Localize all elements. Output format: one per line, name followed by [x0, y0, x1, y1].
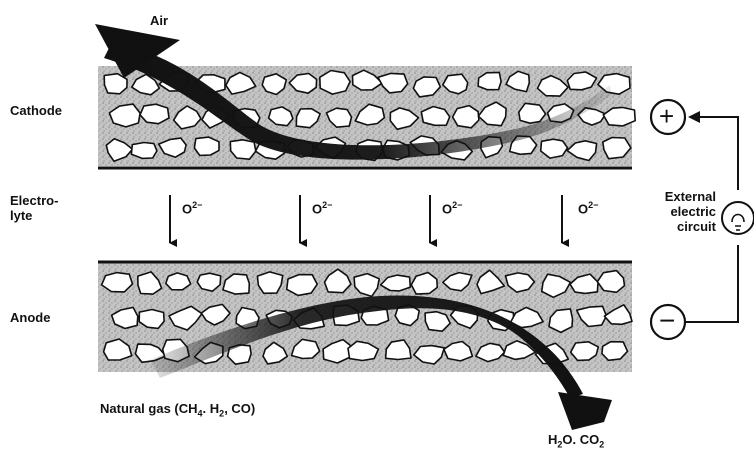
- ion-base-3: O: [442, 201, 452, 216]
- pore-grain: [131, 143, 157, 159]
- plus-sign: +: [659, 102, 674, 132]
- pore-grain: [257, 272, 282, 293]
- minus-sign: −: [659, 305, 675, 337]
- pore-grain: [287, 275, 318, 296]
- circuit-wire-bottom: [686, 245, 738, 322]
- ion-base-4: O: [578, 201, 588, 216]
- circuit-wire-top: [698, 117, 738, 190]
- circuit-label: External electric circuit: [638, 190, 716, 235]
- fuel-label: Natural gas (CH4. H2, CO): [100, 402, 255, 419]
- circuit-arrow-head: [688, 111, 700, 123]
- exhaust-h: H: [548, 432, 557, 447]
- exhaust-mid: O. CO: [562, 432, 599, 447]
- pore-grain: [102, 273, 133, 292]
- circuit-label-line3: circuit: [638, 220, 716, 235]
- ion-label-4: O2−: [578, 200, 598, 216]
- ion-label-2: O2−: [312, 200, 332, 216]
- exhaust-label: H2O. CO2: [548, 433, 604, 450]
- gas-arrow-head: [558, 392, 612, 430]
- ion-charge-1: 2−: [192, 200, 202, 210]
- fuel-label-suffix: , CO): [224, 401, 255, 416]
- ion-base-1: O: [182, 201, 192, 216]
- pore-grain: [453, 106, 479, 128]
- fuel-label-mid: . H: [203, 401, 220, 416]
- pore-grain: [320, 71, 350, 95]
- circuit-label-line1: External: [638, 190, 716, 205]
- ion-charge-4: 2−: [588, 200, 598, 210]
- ion-label-1: O2−: [182, 200, 202, 216]
- pore-grain: [421, 107, 449, 126]
- cathode-label: Cathode: [10, 104, 62, 119]
- pore-grain: [194, 137, 219, 155]
- ion-charge-3: 2−: [452, 200, 462, 210]
- ion-base-2: O: [312, 201, 322, 216]
- anode-label: Anode: [10, 311, 50, 326]
- exhaust-co2-sub: 2: [599, 440, 604, 450]
- air-label: Air: [150, 14, 168, 29]
- pore-grain: [140, 104, 169, 124]
- circuit-label-line2: electric: [638, 205, 716, 220]
- fuel-label-prefix: Natural gas (CH: [100, 401, 198, 416]
- ion-charge-2: 2−: [322, 200, 332, 210]
- ion-label-3: O2−: [442, 200, 462, 216]
- pore-grain: [166, 273, 191, 290]
- electrolyte-label: Electro- lyte: [10, 194, 58, 224]
- electrolyte-label-line2: lyte: [10, 209, 58, 224]
- electrolyte-label-line1: Electro-: [10, 194, 58, 209]
